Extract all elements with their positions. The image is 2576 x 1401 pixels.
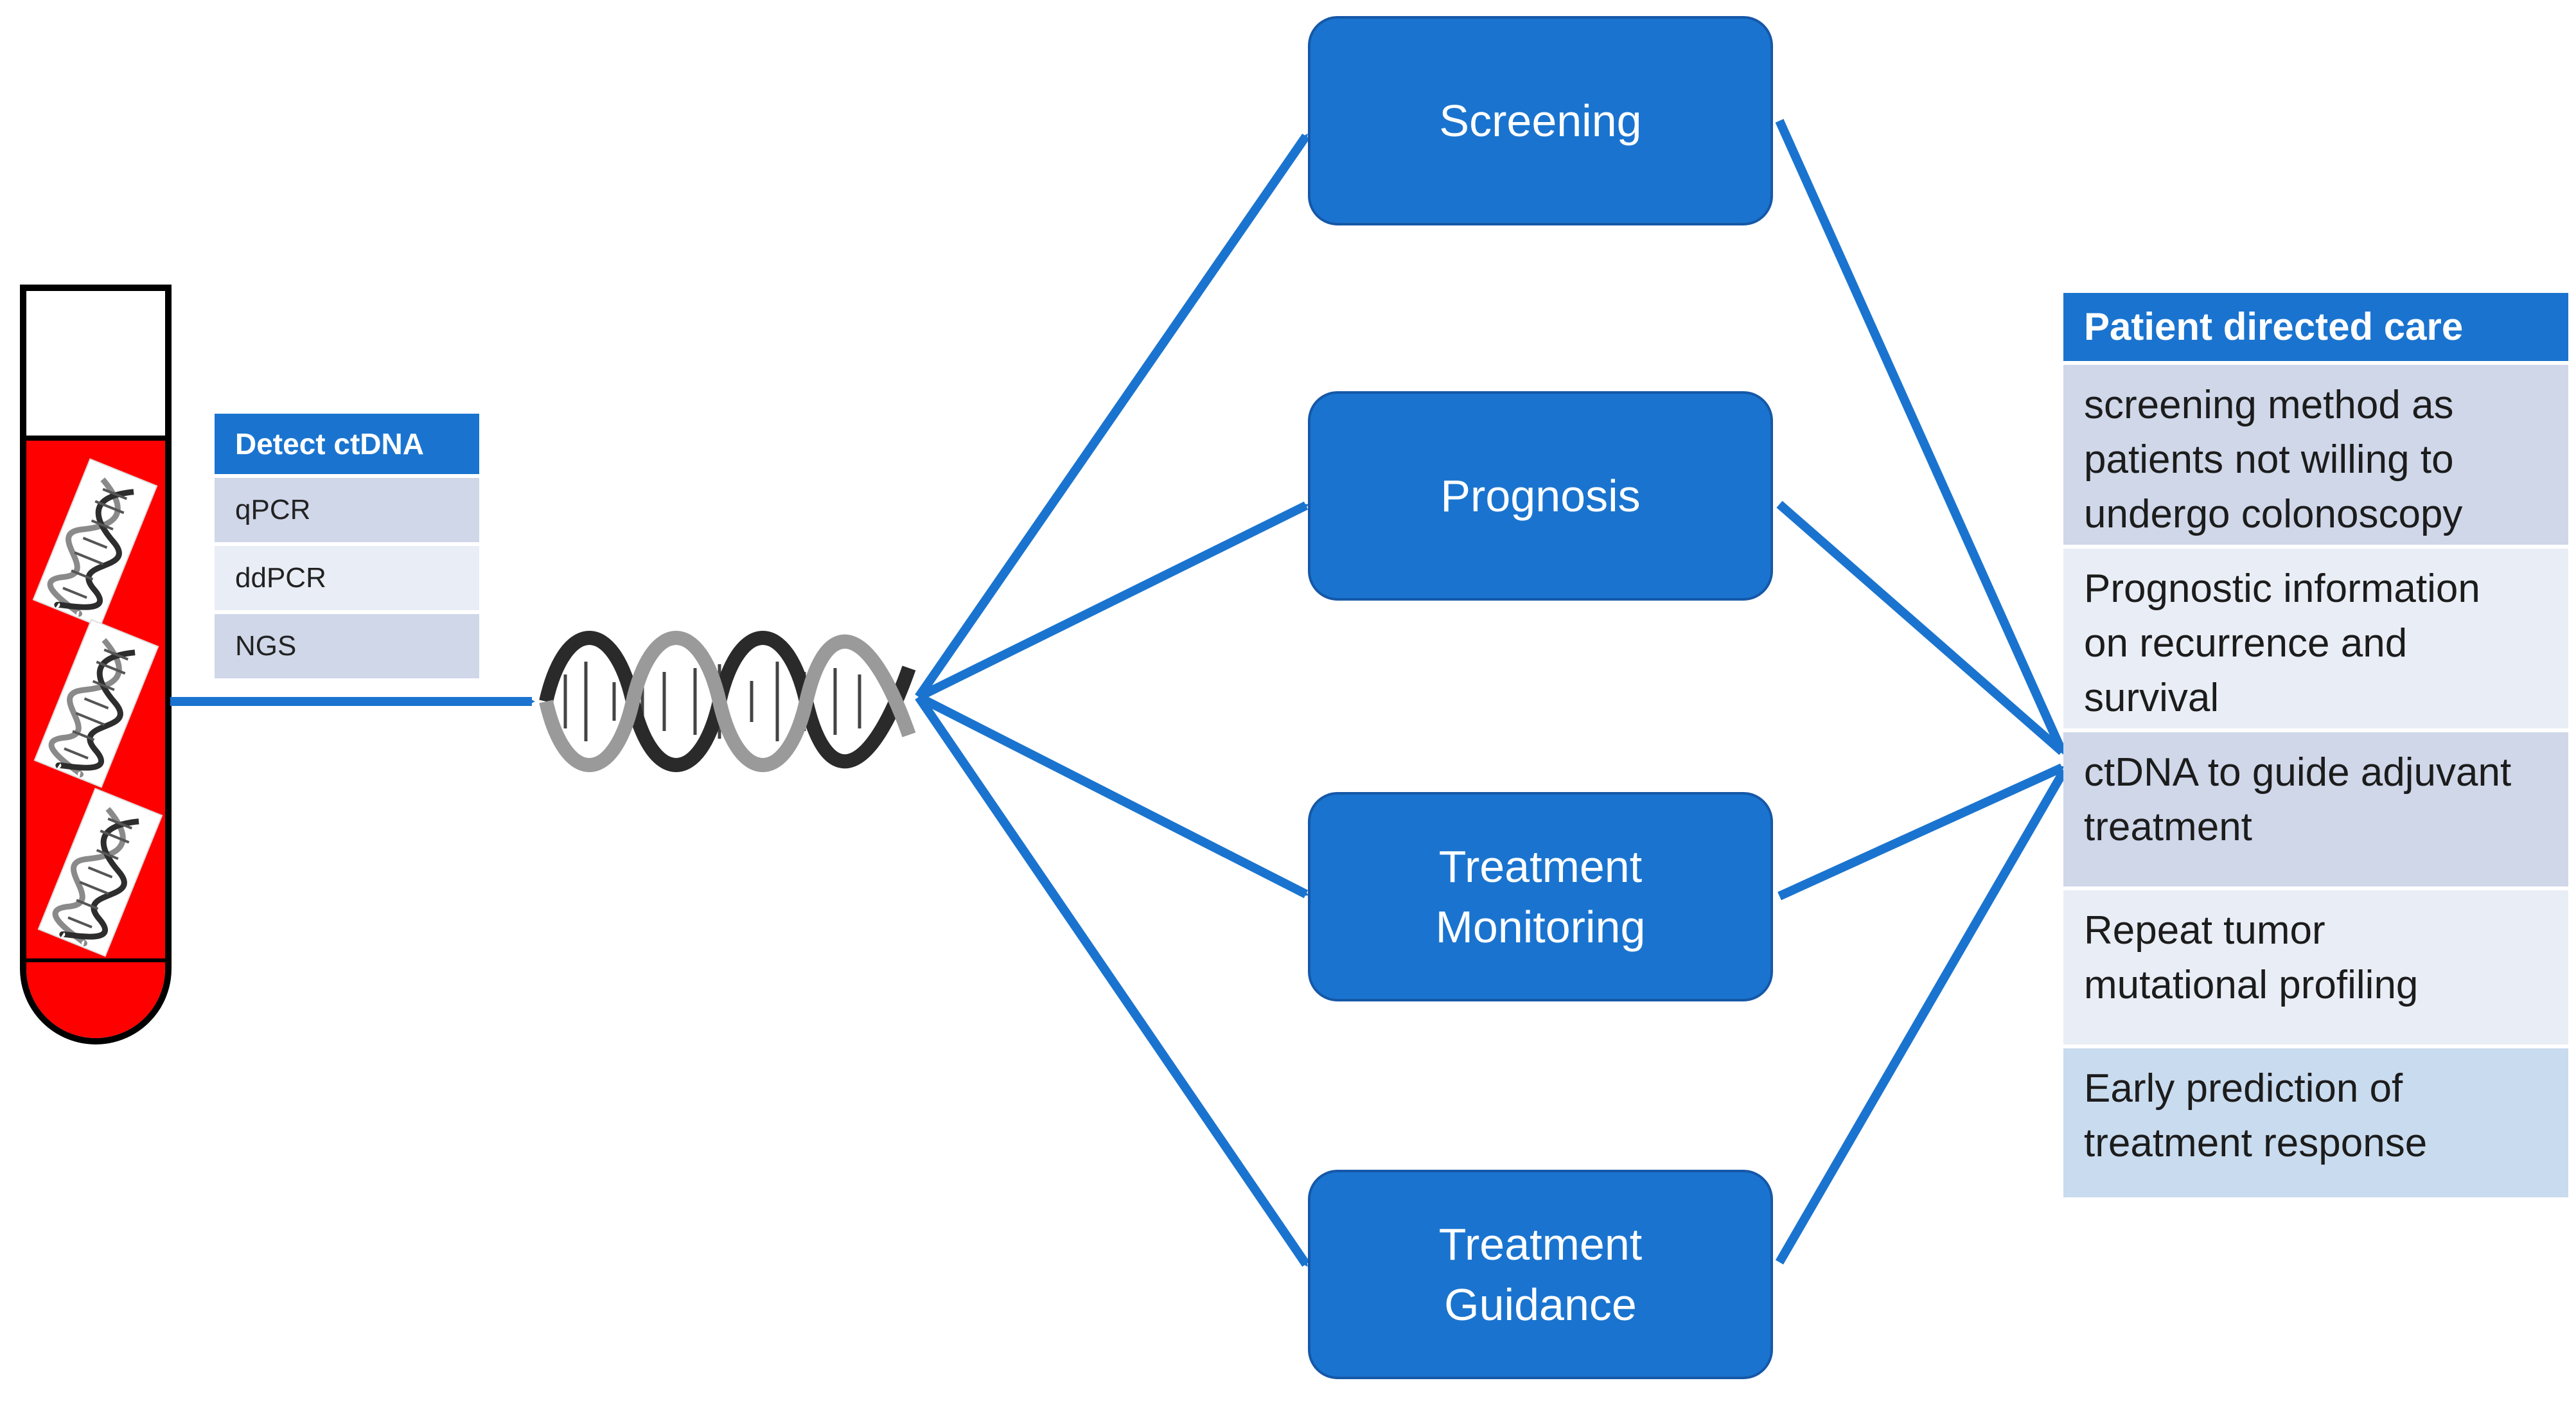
patient-directed-care-table: Patient directed care screening method a…: [2063, 293, 2568, 1197]
screening-box: Screening: [1308, 16, 1773, 225]
dna-to-screening-arrow: [915, 133, 1310, 700]
guidance-to-care-arrow: [1775, 771, 2067, 1265]
treatment-monitoring-box: Treatment Monitoring: [1308, 792, 1773, 1001]
care-item: screening method as patients not willing…: [2063, 365, 2568, 545]
detect-ctdna-header: Detect ctDNA: [215, 414, 479, 474]
screening-to-care-arrow: [1775, 119, 2067, 755]
dna-to-prognosis-arrow: [916, 501, 1309, 701]
prognosis-to-care-arrow: [1776, 500, 2065, 755]
detect-method-row: qPCR: [215, 478, 479, 542]
monitoring-to-care-arrow: [1778, 763, 2065, 901]
dna-helix-icon: [539, 631, 916, 772]
dna-to-monitoring-arrow: [916, 692, 1309, 899]
blood-collection-tube-icon: [20, 285, 172, 1044]
care-item: Repeat tumor mutational profiling: [2063, 890, 2568, 1044]
patient-directed-care-header: Patient directed care: [2063, 293, 2568, 361]
care-item: Prognostic information on recurrence and…: [2063, 549, 2568, 728]
treatment-guidance-box: Treatment Guidance: [1308, 1170, 1773, 1379]
care-item: ctDNA to guide adjuvant treatment: [2063, 732, 2568, 886]
care-item: Early prediction of treatment response: [2063, 1048, 2568, 1197]
detect-method-row: NGS: [215, 614, 479, 678]
detect-ctdna-table: Detect ctDNA qPCR ddPCR NGS: [215, 414, 479, 678]
dna-to-guidance-arrow: [915, 694, 1310, 1267]
prognosis-box: Prognosis: [1308, 391, 1773, 601]
detect-method-row: ddPCR: [215, 546, 479, 610]
